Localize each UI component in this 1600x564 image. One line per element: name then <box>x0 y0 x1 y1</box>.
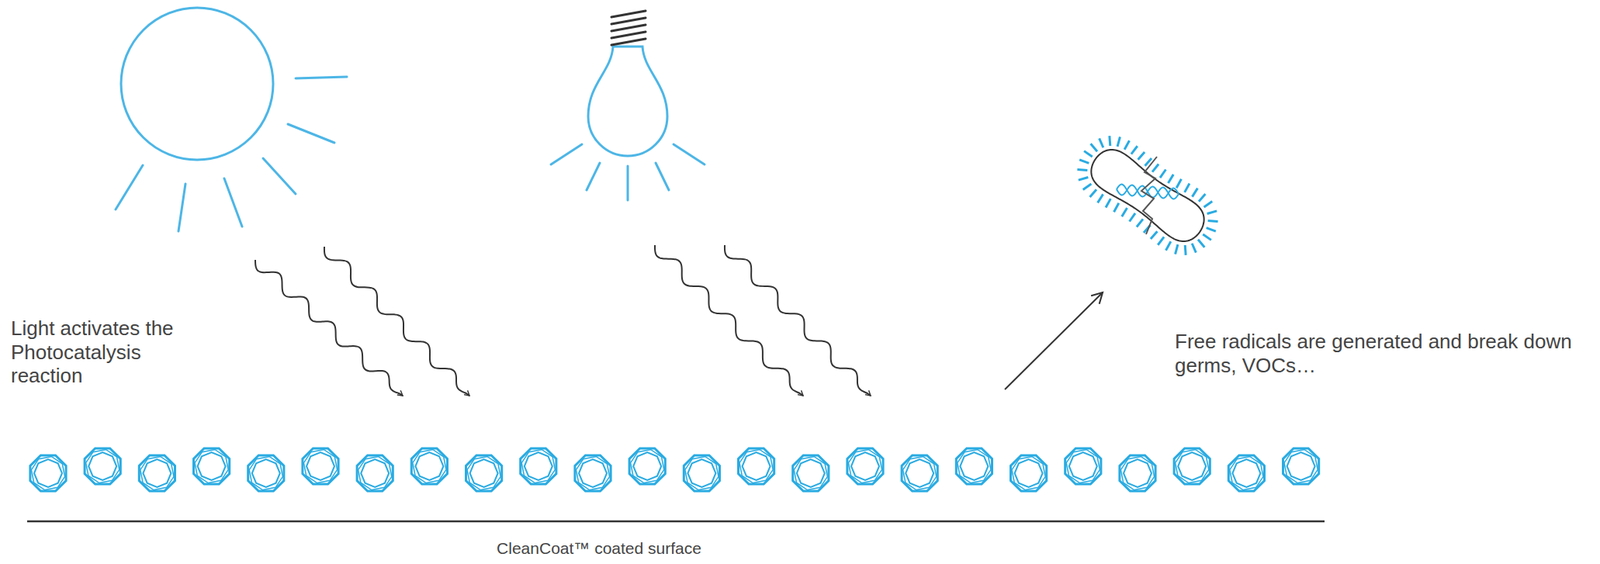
germ-spike <box>1097 193 1104 203</box>
germ-spike <box>1166 241 1171 250</box>
germ-spike <box>1090 143 1098 152</box>
catalyst-molecule <box>793 455 829 492</box>
germ-spike <box>1090 189 1097 198</box>
result-note: Free radicals are generated and break do… <box>1174 329 1587 378</box>
catalyst-molecule <box>411 448 447 485</box>
germ-spike <box>1083 151 1093 157</box>
germ-spike <box>1114 203 1119 212</box>
sun-ray <box>224 178 243 227</box>
germ-spike <box>1157 236 1164 245</box>
germ-spike <box>1175 244 1178 255</box>
surface-line <box>27 520 1325 523</box>
release-arrow <box>1004 292 1103 390</box>
catalyst-molecule <box>193 448 230 485</box>
sun-icon <box>115 7 347 232</box>
catalyst-molecule <box>1174 448 1210 485</box>
germ-spike <box>1191 243 1196 253</box>
germ-icon <box>1077 135 1218 256</box>
catalyst-molecule <box>356 455 393 492</box>
catalyst-molecule <box>574 455 611 492</box>
light-wave <box>324 246 470 396</box>
germ-body <box>1090 149 1204 242</box>
catalyst-molecule <box>466 455 503 492</box>
germ-spike <box>1122 207 1128 217</box>
germ-spike <box>1202 234 1212 240</box>
bulb-screw <box>611 10 646 46</box>
catalyst-molecule <box>955 448 992 485</box>
germ-spike <box>1117 136 1120 147</box>
germ-spike <box>1184 245 1188 256</box>
catalyst-molecule <box>683 455 720 492</box>
germ-spike <box>1204 201 1213 208</box>
step-note: Light activates the Photocatalysis react… <box>10 316 205 388</box>
germ-spike <box>1167 174 1174 184</box>
bulb-glass <box>588 46 668 156</box>
light-wave <box>724 245 871 396</box>
germ-spike <box>1206 228 1216 233</box>
germ-spike <box>1150 231 1158 239</box>
germ-spike <box>1184 183 1190 193</box>
germ-spike <box>1136 218 1143 227</box>
catalyst-molecule <box>248 455 284 492</box>
bulb-rays <box>550 144 705 201</box>
catalyst-molecule <box>84 448 121 485</box>
germ-spike <box>1131 145 1138 154</box>
sun-disc <box>121 7 274 160</box>
catalyst-molecule <box>302 448 339 485</box>
catalyst-molecule <box>901 455 938 492</box>
germ-spike <box>1079 159 1089 164</box>
germ-spike <box>1198 239 1205 248</box>
germ-dna <box>1116 184 1179 200</box>
germ-spike <box>1160 169 1166 179</box>
catalyst-molecule <box>629 448 665 485</box>
catalyst-molecule <box>1228 455 1265 492</box>
germ-dna <box>1116 185 1179 199</box>
light-wave <box>255 259 403 396</box>
surface-caption: CleanCoat™ coated surface <box>443 539 755 559</box>
germ-spike <box>1099 138 1104 148</box>
bulb-icon <box>550 10 705 201</box>
catalyst-molecule <box>847 448 884 485</box>
catalyst-molecule <box>738 448 775 485</box>
light-waves <box>255 245 871 396</box>
germ-spike <box>1207 211 1218 215</box>
germ-spike <box>1083 183 1092 190</box>
catalyst-molecule <box>1065 448 1102 485</box>
germ-spike <box>1108 135 1112 146</box>
germ-spike <box>1129 213 1136 222</box>
sun-ray <box>287 124 335 143</box>
germ-spike <box>1138 152 1146 160</box>
germ-spike <box>1191 188 1198 198</box>
germ-crack <box>1141 156 1157 235</box>
sun-ray <box>115 165 143 210</box>
germ-spike <box>1077 168 1088 172</box>
germ-spike <box>1105 198 1111 208</box>
germ-spike <box>1198 193 1206 202</box>
sun-ray <box>178 183 186 232</box>
light-wave <box>654 245 804 396</box>
catalyst-molecule <box>1011 455 1047 492</box>
catalyst-molecules <box>30 448 1320 492</box>
catalyst-molecule <box>520 448 557 485</box>
catalyst-molecule <box>30 455 66 492</box>
germ-spike <box>1152 163 1159 172</box>
sun-ray <box>263 158 296 194</box>
catalyst-molecule <box>138 455 175 492</box>
catalyst-molecule <box>1283 448 1320 485</box>
germ-spike <box>1208 219 1219 223</box>
germ-spike <box>1078 177 1089 181</box>
sun-ray <box>295 76 347 79</box>
germ-spike <box>1124 140 1130 149</box>
germ-spike <box>1176 179 1181 188</box>
catalyst-molecule <box>1119 455 1156 492</box>
